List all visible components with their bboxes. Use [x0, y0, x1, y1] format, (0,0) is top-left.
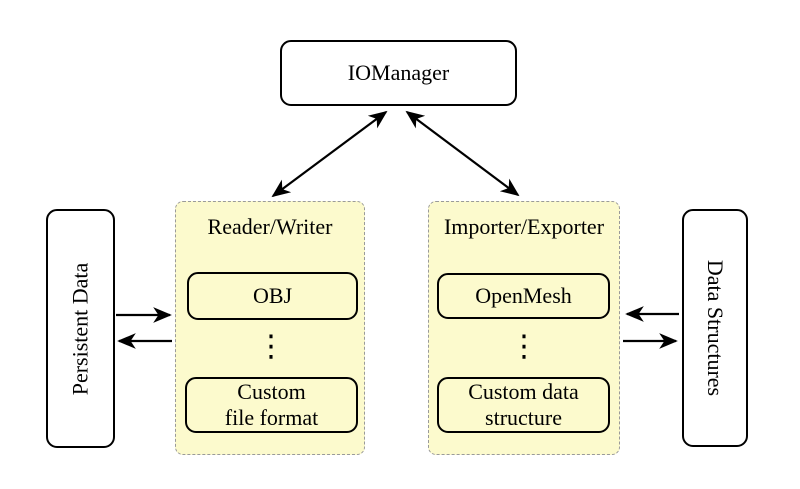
- persistent-data-label: Persistent Data: [67, 262, 93, 395]
- iomanager-node: IOManager: [280, 40, 517, 106]
- arrow-iomanager-importerexporter: [405, 110, 520, 197]
- importer-exporter-ellipsis: ⋮: [509, 329, 539, 364]
- importer-exporter-title: Importer/Exporter: [443, 214, 605, 239]
- custom-data-structure-line1: Custom data: [468, 379, 579, 404]
- custom-file-format-node: Custom file format: [185, 377, 358, 433]
- data-structures-label: Data Structures: [703, 259, 729, 397]
- custom-data-structure-node: Custom data structure: [437, 377, 610, 433]
- custom-data-structure-line2: structure: [485, 405, 562, 430]
- reader-writer-title: Reader/Writer: [207, 214, 333, 239]
- iomanager-label: IOManager: [347, 60, 450, 85]
- obj-label: OBJ: [252, 283, 293, 308]
- data-structures-node: Data Structures: [682, 209, 748, 447]
- openmesh-node: OpenMesh: [437, 273, 610, 319]
- obj-node: OBJ: [187, 272, 358, 320]
- custom-file-format-line1: Custom: [237, 379, 306, 404]
- custom-file-format-line2: file format: [224, 405, 319, 430]
- persistent-data-node: Persistent Data: [46, 209, 115, 448]
- reader-writer-ellipsis: ⋮: [256, 329, 286, 364]
- arrow-iomanager-readerwriter: [271, 110, 388, 198]
- openmesh-label: OpenMesh: [475, 283, 572, 308]
